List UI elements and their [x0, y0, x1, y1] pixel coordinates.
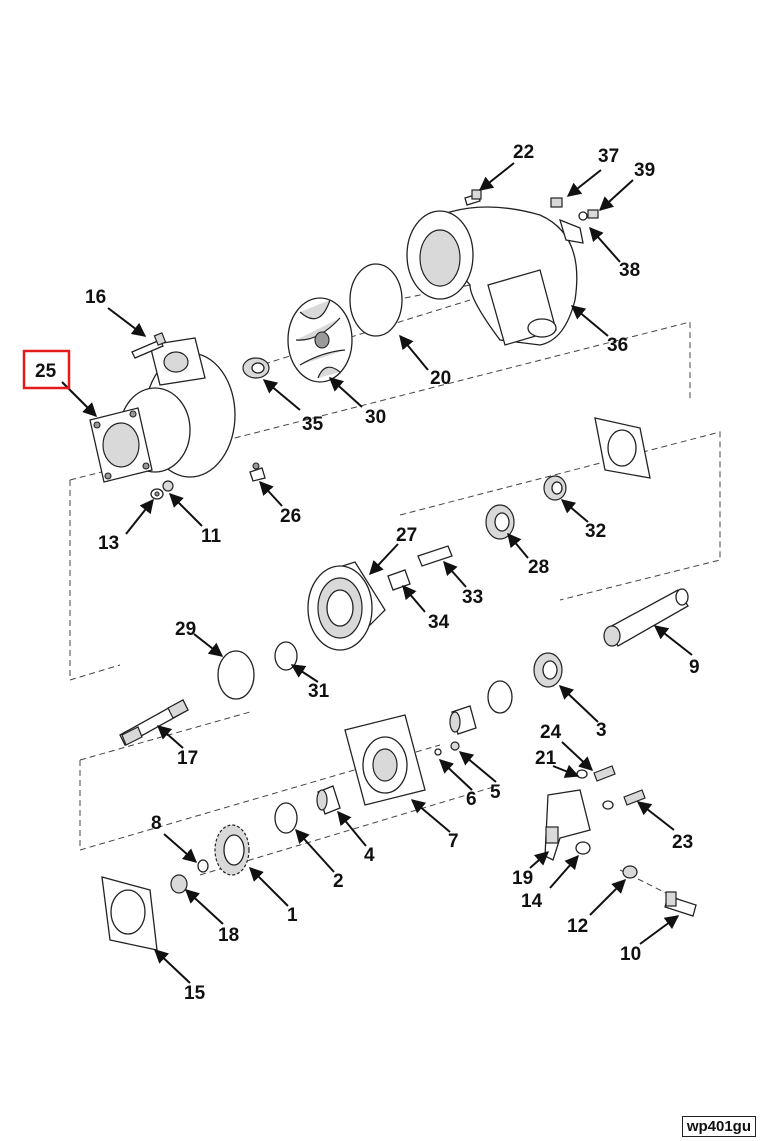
- part-10-bolt[interactable]: [664, 891, 697, 917]
- leader-arrows: [61, 162, 693, 984]
- part-31-ring[interactable]: [274, 641, 298, 671]
- part-22-screw[interactable]: [464, 189, 482, 206]
- part-24-screw[interactable]: [593, 765, 616, 782]
- part-27-roller-bearing[interactable]: [307, 561, 386, 651]
- callout-13[interactable]: 13: [98, 533, 119, 554]
- part-11-nut[interactable]: [162, 480, 174, 492]
- callout-39[interactable]: 39: [634, 160, 655, 181]
- part-19-bracket[interactable]: [544, 789, 591, 861]
- callout-labels: 22 37 39 38 36 20 16 25 35 30 13 11 26 3…: [35, 142, 700, 1004]
- part-28-bearing[interactable]: [485, 504, 515, 540]
- callout-26[interactable]: 26: [280, 506, 301, 527]
- callout-33[interactable]: 33: [462, 587, 483, 608]
- part-8-washer[interactable]: [197, 859, 209, 873]
- callout-29[interactable]: 29: [175, 619, 196, 640]
- part-23-screw[interactable]: [623, 789, 646, 806]
- part-12-nut[interactable]: [622, 865, 638, 879]
- part-18-nut[interactable]: [170, 874, 188, 894]
- part-25-pump-housing[interactable]: [89, 337, 236, 483]
- callout-8[interactable]: 8: [151, 813, 162, 834]
- callout-4[interactable]: 4: [364, 845, 375, 866]
- callout-31[interactable]: 31: [308, 681, 330, 702]
- figure-id-label: wp401gu: [681, 1116, 756, 1137]
- callout-11[interactable]: 11: [201, 526, 222, 547]
- part-37-plug[interactable]: [550, 197, 563, 208]
- callout-25[interactable]: 25: [35, 361, 57, 382]
- part-38-washer[interactable]: [578, 211, 588, 221]
- callout-6[interactable]: 6: [466, 789, 477, 810]
- callout-35[interactable]: 35: [302, 414, 324, 435]
- part-6-fitting[interactable]: [434, 748, 442, 756]
- part-36-elbow-housing[interactable]: [406, 206, 584, 346]
- part-17-stud[interactable]: [119, 699, 189, 746]
- cover-gasket-plate[interactable]: [594, 417, 651, 479]
- part-13-washer[interactable]: [150, 488, 164, 500]
- callout-38[interactable]: 38: [619, 260, 640, 281]
- callout-16[interactable]: 16: [85, 287, 106, 308]
- callout-14[interactable]: 14: [521, 891, 543, 912]
- part-35-seal[interactable]: [242, 357, 270, 379]
- part-34-bushing[interactable]: [387, 569, 411, 591]
- part-21-washer[interactable]: [576, 769, 588, 779]
- callout-22[interactable]: 22: [513, 142, 534, 163]
- callout-15[interactable]: 15: [184, 983, 206, 1004]
- callout-9[interactable]: 9: [689, 657, 700, 678]
- part-7-carrier[interactable]: [344, 714, 426, 806]
- part-4-sleeve[interactable]: [316, 785, 341, 815]
- part-ring-seal[interactable]: [487, 680, 513, 714]
- callout-24[interactable]: 24: [540, 722, 562, 743]
- part-16-stud[interactable]: [131, 332, 167, 359]
- callout-12[interactable]: 12: [567, 916, 588, 937]
- part-33-pin[interactable]: [417, 545, 453, 567]
- part-15-cover-gasket[interactable]: [101, 876, 158, 951]
- part-20-gasket[interactable]: [349, 263, 403, 337]
- callout-2[interactable]: 2: [333, 871, 344, 892]
- callout-34[interactable]: 34: [428, 612, 450, 633]
- callout-28[interactable]: 28: [528, 557, 549, 578]
- callout-18[interactable]: 18: [218, 925, 239, 946]
- part-32-seal[interactable]: [543, 475, 567, 501]
- callout-3[interactable]: 3: [596, 720, 607, 741]
- callout-5[interactable]: 5: [490, 782, 501, 803]
- callout-21[interactable]: 21: [535, 748, 557, 769]
- callout-1[interactable]: 1: [287, 905, 298, 926]
- part-30-impeller[interactable]: [287, 297, 353, 383]
- callout-7[interactable]: 7: [448, 831, 459, 852]
- part-1-gear[interactable]: [214, 824, 250, 876]
- callout-20[interactable]: 20: [430, 368, 451, 389]
- part-9-shaft[interactable]: [603, 588, 689, 647]
- callout-32[interactable]: 32: [585, 521, 606, 542]
- callout-30[interactable]: 30: [365, 407, 386, 428]
- part-29-retaining-ring[interactable]: [217, 650, 255, 700]
- part-14-washer[interactable]: [575, 841, 591, 855]
- part-5-fitting[interactable]: [450, 741, 460, 751]
- callout-36[interactable]: 36: [607, 335, 628, 356]
- callout-27[interactable]: 27: [396, 525, 417, 546]
- callout-23[interactable]: 23: [672, 832, 693, 853]
- callout-19[interactable]: 19: [512, 868, 533, 889]
- part-spacer[interactable]: [449, 705, 477, 735]
- callout-17[interactable]: 17: [177, 748, 198, 769]
- callout-37[interactable]: 37: [598, 146, 619, 167]
- part-2-ring[interactable]: [274, 802, 298, 834]
- part-bracket-washer[interactable]: [602, 800, 614, 810]
- part-39-plug[interactable]: [587, 209, 599, 219]
- part-3-seal[interactable]: [533, 652, 563, 688]
- part-26-pin[interactable]: [249, 462, 266, 482]
- callout-10[interactable]: 10: [620, 944, 641, 965]
- highlight-box-25: [22, 349, 71, 390]
